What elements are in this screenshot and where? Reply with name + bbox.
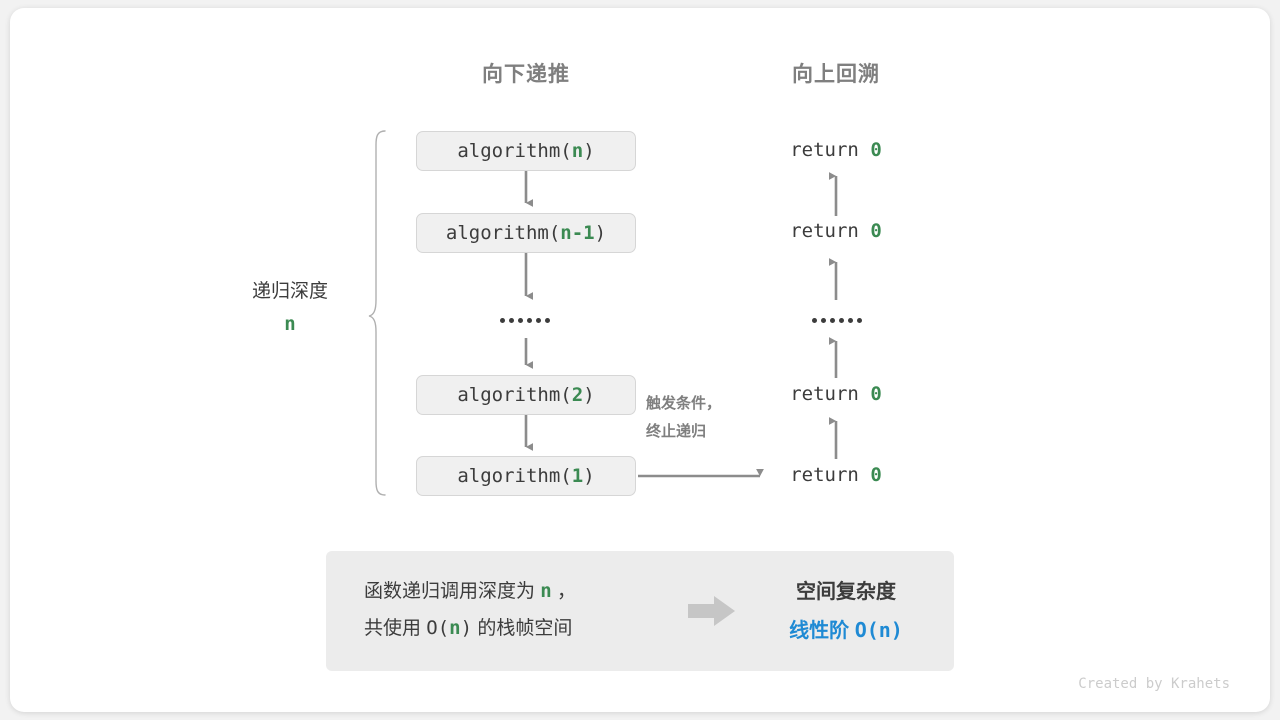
call-box[interactable]: algorithm(1) xyxy=(416,456,636,496)
summary-result-value: 线性阶 O(n) xyxy=(751,611,941,650)
call-box[interactable]: algorithm(n-1) xyxy=(416,213,636,253)
recursion-depth-label: 递归深度 n xyxy=(200,282,380,334)
summary-value-text: 线性阶 xyxy=(789,620,855,642)
return-value: 0 xyxy=(870,220,882,242)
call-box[interactable]: algorithm(2) xyxy=(416,375,636,415)
base-case-line-1: 触发条件， xyxy=(646,395,722,412)
return-keyword: return xyxy=(790,220,859,242)
footer-credit: Created by Krahets xyxy=(1078,676,1230,692)
summary-line1-highlight: n xyxy=(540,580,552,602)
call-close: ) xyxy=(583,465,595,487)
summary-panel: 函数递归调用深度为 n ， 共使用 O(n) 的栈帧空间 空间复杂度 线性阶 O… xyxy=(326,551,954,671)
summary-line2-pre: 共使用 xyxy=(364,618,427,640)
ellipsis-icon-right xyxy=(812,318,862,323)
ellipsis-icon-left xyxy=(500,318,550,323)
return-keyword: return xyxy=(790,383,859,405)
depth-brace-icon xyxy=(368,130,386,496)
summary-line2-post: 的栈帧空间 xyxy=(472,618,573,640)
summary-line2-highlight: n xyxy=(449,617,461,640)
call-name: algorithm( xyxy=(457,140,572,162)
call-close: ) xyxy=(594,222,607,244)
return-statement: return 0 xyxy=(736,139,936,161)
recursion-depth-text: 递归深度 xyxy=(251,281,328,302)
call-arg: 1 xyxy=(571,465,584,487)
return-statement: return 0 xyxy=(736,464,936,486)
call-name: algorithm( xyxy=(445,222,561,244)
call-arg: 2 xyxy=(571,384,584,406)
summary-description: 函数递归调用深度为 n ， 共使用 O(n) 的栈帧空间 xyxy=(364,573,576,647)
call-arg: n-1 xyxy=(560,222,595,244)
column-header-recurse-down: 向下递推 xyxy=(482,63,570,86)
summary-line2-close: ) xyxy=(460,617,473,640)
call-arg: n xyxy=(571,140,584,162)
return-value: 0 xyxy=(870,464,882,486)
call-box[interactable]: algorithm(n) xyxy=(416,131,636,171)
return-keyword: return xyxy=(790,464,859,486)
summary-line1-pre: 函数递归调用深度为 xyxy=(364,581,541,602)
call-close: ) xyxy=(583,140,595,162)
return-statement: return 0 xyxy=(736,383,936,405)
column-header-backtrack-up: 向上回溯 xyxy=(792,63,880,86)
call-name: algorithm( xyxy=(457,465,572,487)
summary-result: 空间复杂度 线性阶 O(n) xyxy=(751,573,941,650)
summary-line1-post: ， xyxy=(551,581,577,602)
summary-value-mono: O(n) xyxy=(854,618,903,642)
call-close: ) xyxy=(583,384,595,406)
base-case-line-2: 终止递归 xyxy=(646,422,707,440)
return-statement: return 0 xyxy=(736,220,936,242)
return-keyword: return xyxy=(790,139,859,161)
return-value: 0 xyxy=(870,139,882,161)
summary-line-1: 函数递归调用深度为 n ， xyxy=(364,573,576,610)
call-name: algorithm( xyxy=(457,384,572,406)
summary-line2-open: O( xyxy=(426,617,450,640)
right-arrow-icon xyxy=(688,596,735,626)
recursion-depth-value: n xyxy=(284,313,296,335)
base-case-annotation: 触发条件， 终止递归 xyxy=(646,390,776,446)
summary-line-2: 共使用 O(n) 的栈帧空间 xyxy=(364,610,576,647)
return-value: 0 xyxy=(870,383,882,405)
summary-result-title: 空间复杂度 xyxy=(796,581,896,603)
